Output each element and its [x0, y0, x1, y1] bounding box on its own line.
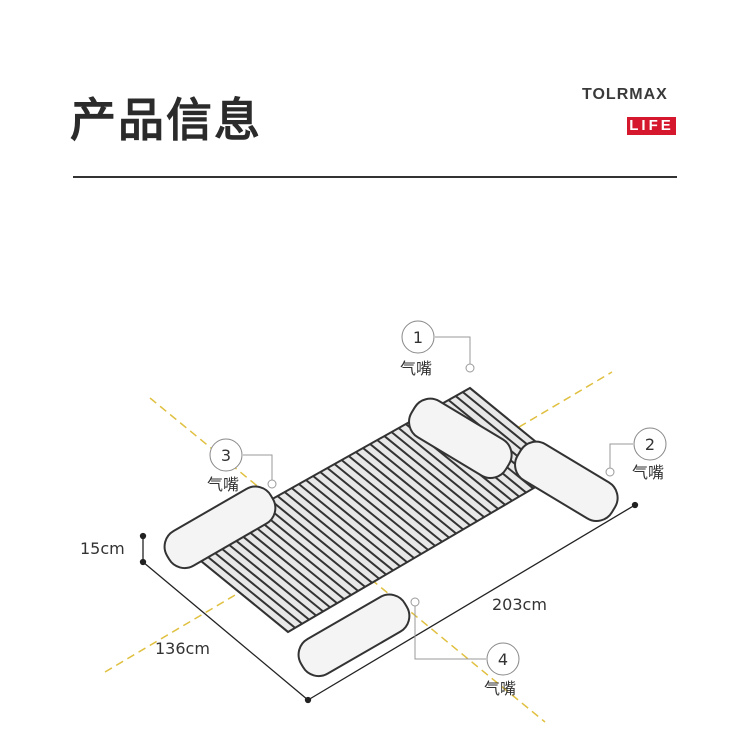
pillow-right: [514, 440, 619, 522]
pillow-bottom: [297, 593, 411, 678]
slab-stripe: [366, 431, 492, 533]
dimension-lines: [139, 501, 639, 704]
slab-stripe: [259, 491, 385, 593]
callout-1: 1 气嘴: [400, 320, 435, 378]
air-valve-marker: [465, 363, 475, 373]
page-title: 产品信息: [70, 93, 262, 147]
slab-stripe: [323, 455, 449, 557]
callout-label: 气嘴: [632, 463, 664, 482]
length-label: 203cm: [492, 595, 547, 614]
slab-stripe: [345, 443, 470, 545]
callout-number: 1: [413, 328, 423, 347]
slab-stripe: [274, 483, 399, 585]
mattress: [163, 386, 619, 678]
slab-stripe: [380, 423, 506, 525]
slab-stripe: [288, 475, 413, 577]
slab-stripe: [295, 471, 420, 573]
callout-label: 气嘴: [400, 359, 432, 378]
slab-stripe: [302, 467, 427, 569]
slab-stripe: [281, 479, 406, 581]
slab-stripe: [359, 435, 484, 537]
callout-label: 气嘴: [207, 475, 239, 494]
brand-sub-logo: LIFE: [627, 117, 676, 135]
divider: [73, 176, 677, 178]
callout-number: 3: [221, 446, 231, 465]
air-valve-marker: [410, 597, 420, 607]
slab-stripe: [309, 463, 435, 565]
slab-stripe: [338, 447, 463, 549]
callout-2: 2 气嘴: [632, 427, 667, 482]
callout-number: 4: [498, 650, 508, 669]
slab-stripe: [352, 439, 477, 541]
pillow-top: [408, 397, 513, 479]
pillow-left: [163, 485, 277, 570]
callout-label: 气嘴: [484, 679, 516, 698]
air-valve-marker: [605, 467, 615, 477]
callout-number: 2: [645, 435, 655, 454]
slab-stripe: [331, 451, 456, 553]
slab-stripe: [266, 487, 392, 589]
slab-stripe: [373, 427, 499, 529]
air-valve-marker: [267, 479, 277, 489]
callout-4: 4 气嘴: [484, 642, 520, 698]
slab-stripe: [388, 419, 513, 521]
height-label: 15cm: [80, 539, 125, 558]
callout-leaders: [243, 336, 633, 660]
width-label: 136cm: [155, 639, 210, 658]
slab-stripe: [316, 459, 442, 561]
brand-logo: TOLRMAX: [582, 86, 668, 103]
callout-3: 3 气嘴: [207, 438, 243, 494]
